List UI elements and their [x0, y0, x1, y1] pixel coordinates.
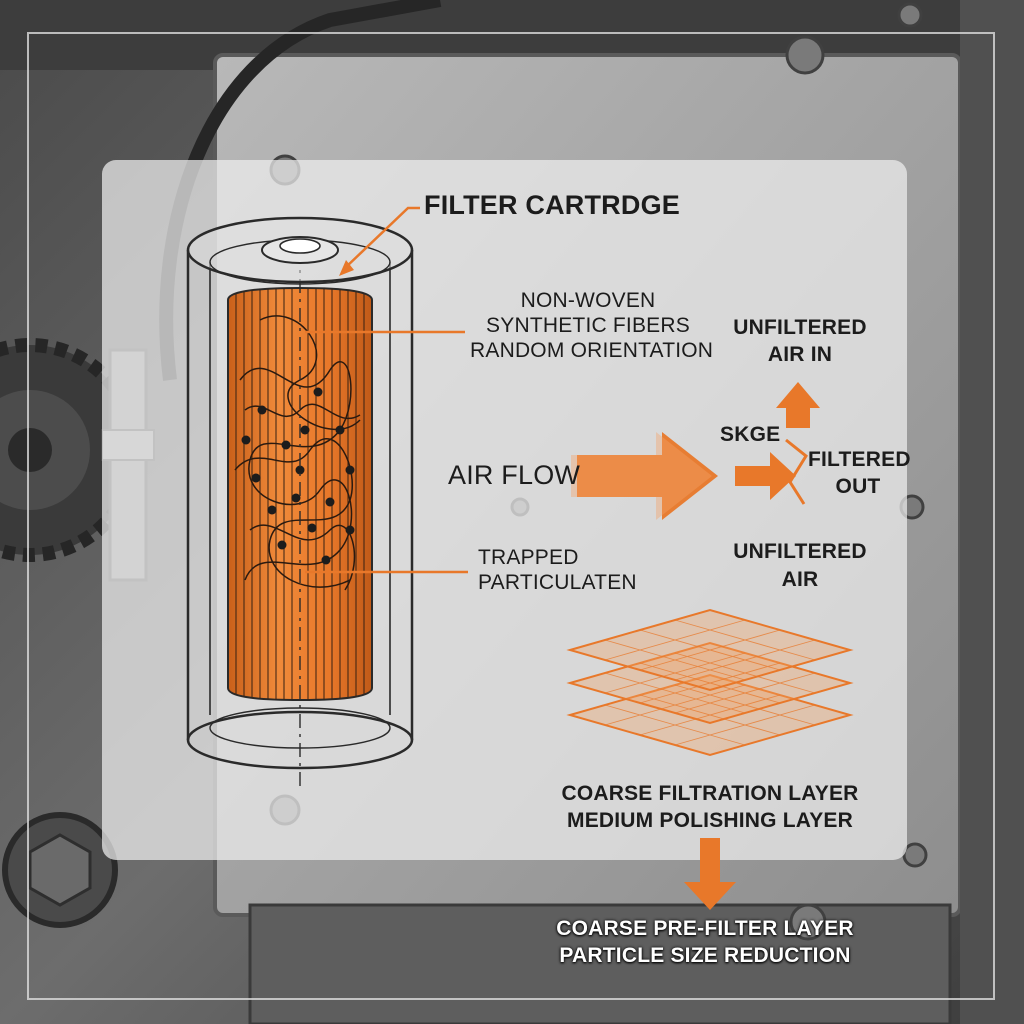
random-fibers [234, 315, 361, 591]
air-flow-label: AIR FLOW [448, 460, 581, 490]
leader-arrowhead [339, 260, 354, 276]
bottom-label: COARSE PRE-FILTER LAYER PARTICLE SIZE RE… [555, 915, 855, 969]
layers-line-1: COARSE FILTRATION LAYER [561, 782, 859, 805]
fibers-label-line-3: RANDOM ORIENTATION [470, 339, 714, 362]
layers-line-2: MEDIUM POLISHING LAYER [567, 809, 853, 832]
trapped-particles [241, 387, 355, 565]
filter-out-arrow-icon [735, 452, 796, 500]
unfiltered-air-label: UNFILTERED AIR [720, 538, 880, 594]
down-arrow-icon [684, 838, 736, 910]
unfiltered-air-line-1: UNFILTERED [733, 540, 867, 563]
layer-grid [604, 619, 816, 746]
leader-lines [305, 206, 468, 574]
fibers-label-line-2: SYNTHETIC FIBERS [486, 314, 690, 337]
trapped-line-1: TRAPPED [478, 546, 579, 569]
frame-line [27, 32, 995, 1000]
bottom-line-1: COARSE PRE-FILTER LAYER [556, 917, 854, 940]
unfiltered-air-line-2: AIR [781, 568, 819, 591]
unfiltered-in-line-2: AIR IN [767, 343, 833, 366]
bottom-bolt [2, 812, 118, 928]
right-edge [960, 0, 1024, 1024]
cartridge-outlet-cap [261, 236, 339, 264]
filter-cartridge [186, 216, 414, 790]
unfiltered-in-line-1: UNFILTERED [733, 316, 867, 339]
filtered-out-line-1: FILTERED [808, 448, 911, 471]
trapped-line-2: PARTICULATEN [478, 571, 637, 594]
fibers-label-line-1: NON-WOVEN [520, 289, 656, 312]
trapped-label: TRAPPED PARTICULATEN [478, 545, 637, 595]
up-arrow-icon [776, 382, 820, 428]
filtered-out-line-2: OUT [835, 475, 881, 498]
right-arrow-icon [571, 432, 718, 520]
filtered-out-label: FILTERED OUT [808, 446, 911, 500]
unfiltered-in-label: UNFILTERED AIR IN [720, 314, 880, 368]
bottom-line-2: PARTICLE SIZE REDUCTION [559, 944, 851, 967]
deflector-bracket [785, 438, 808, 505]
lower-panel [248, 903, 952, 1024]
layers-label: COARSE FILTRATION LAYER MEDIUM POLISHING… [560, 780, 860, 834]
fibers-label: NON-WOVEN SYNTHETIC FIBERS RANDOM ORIENT… [470, 288, 714, 363]
skge-label: SKGE [720, 423, 781, 446]
title-label: FILTER CARTRDGE [424, 190, 680, 220]
